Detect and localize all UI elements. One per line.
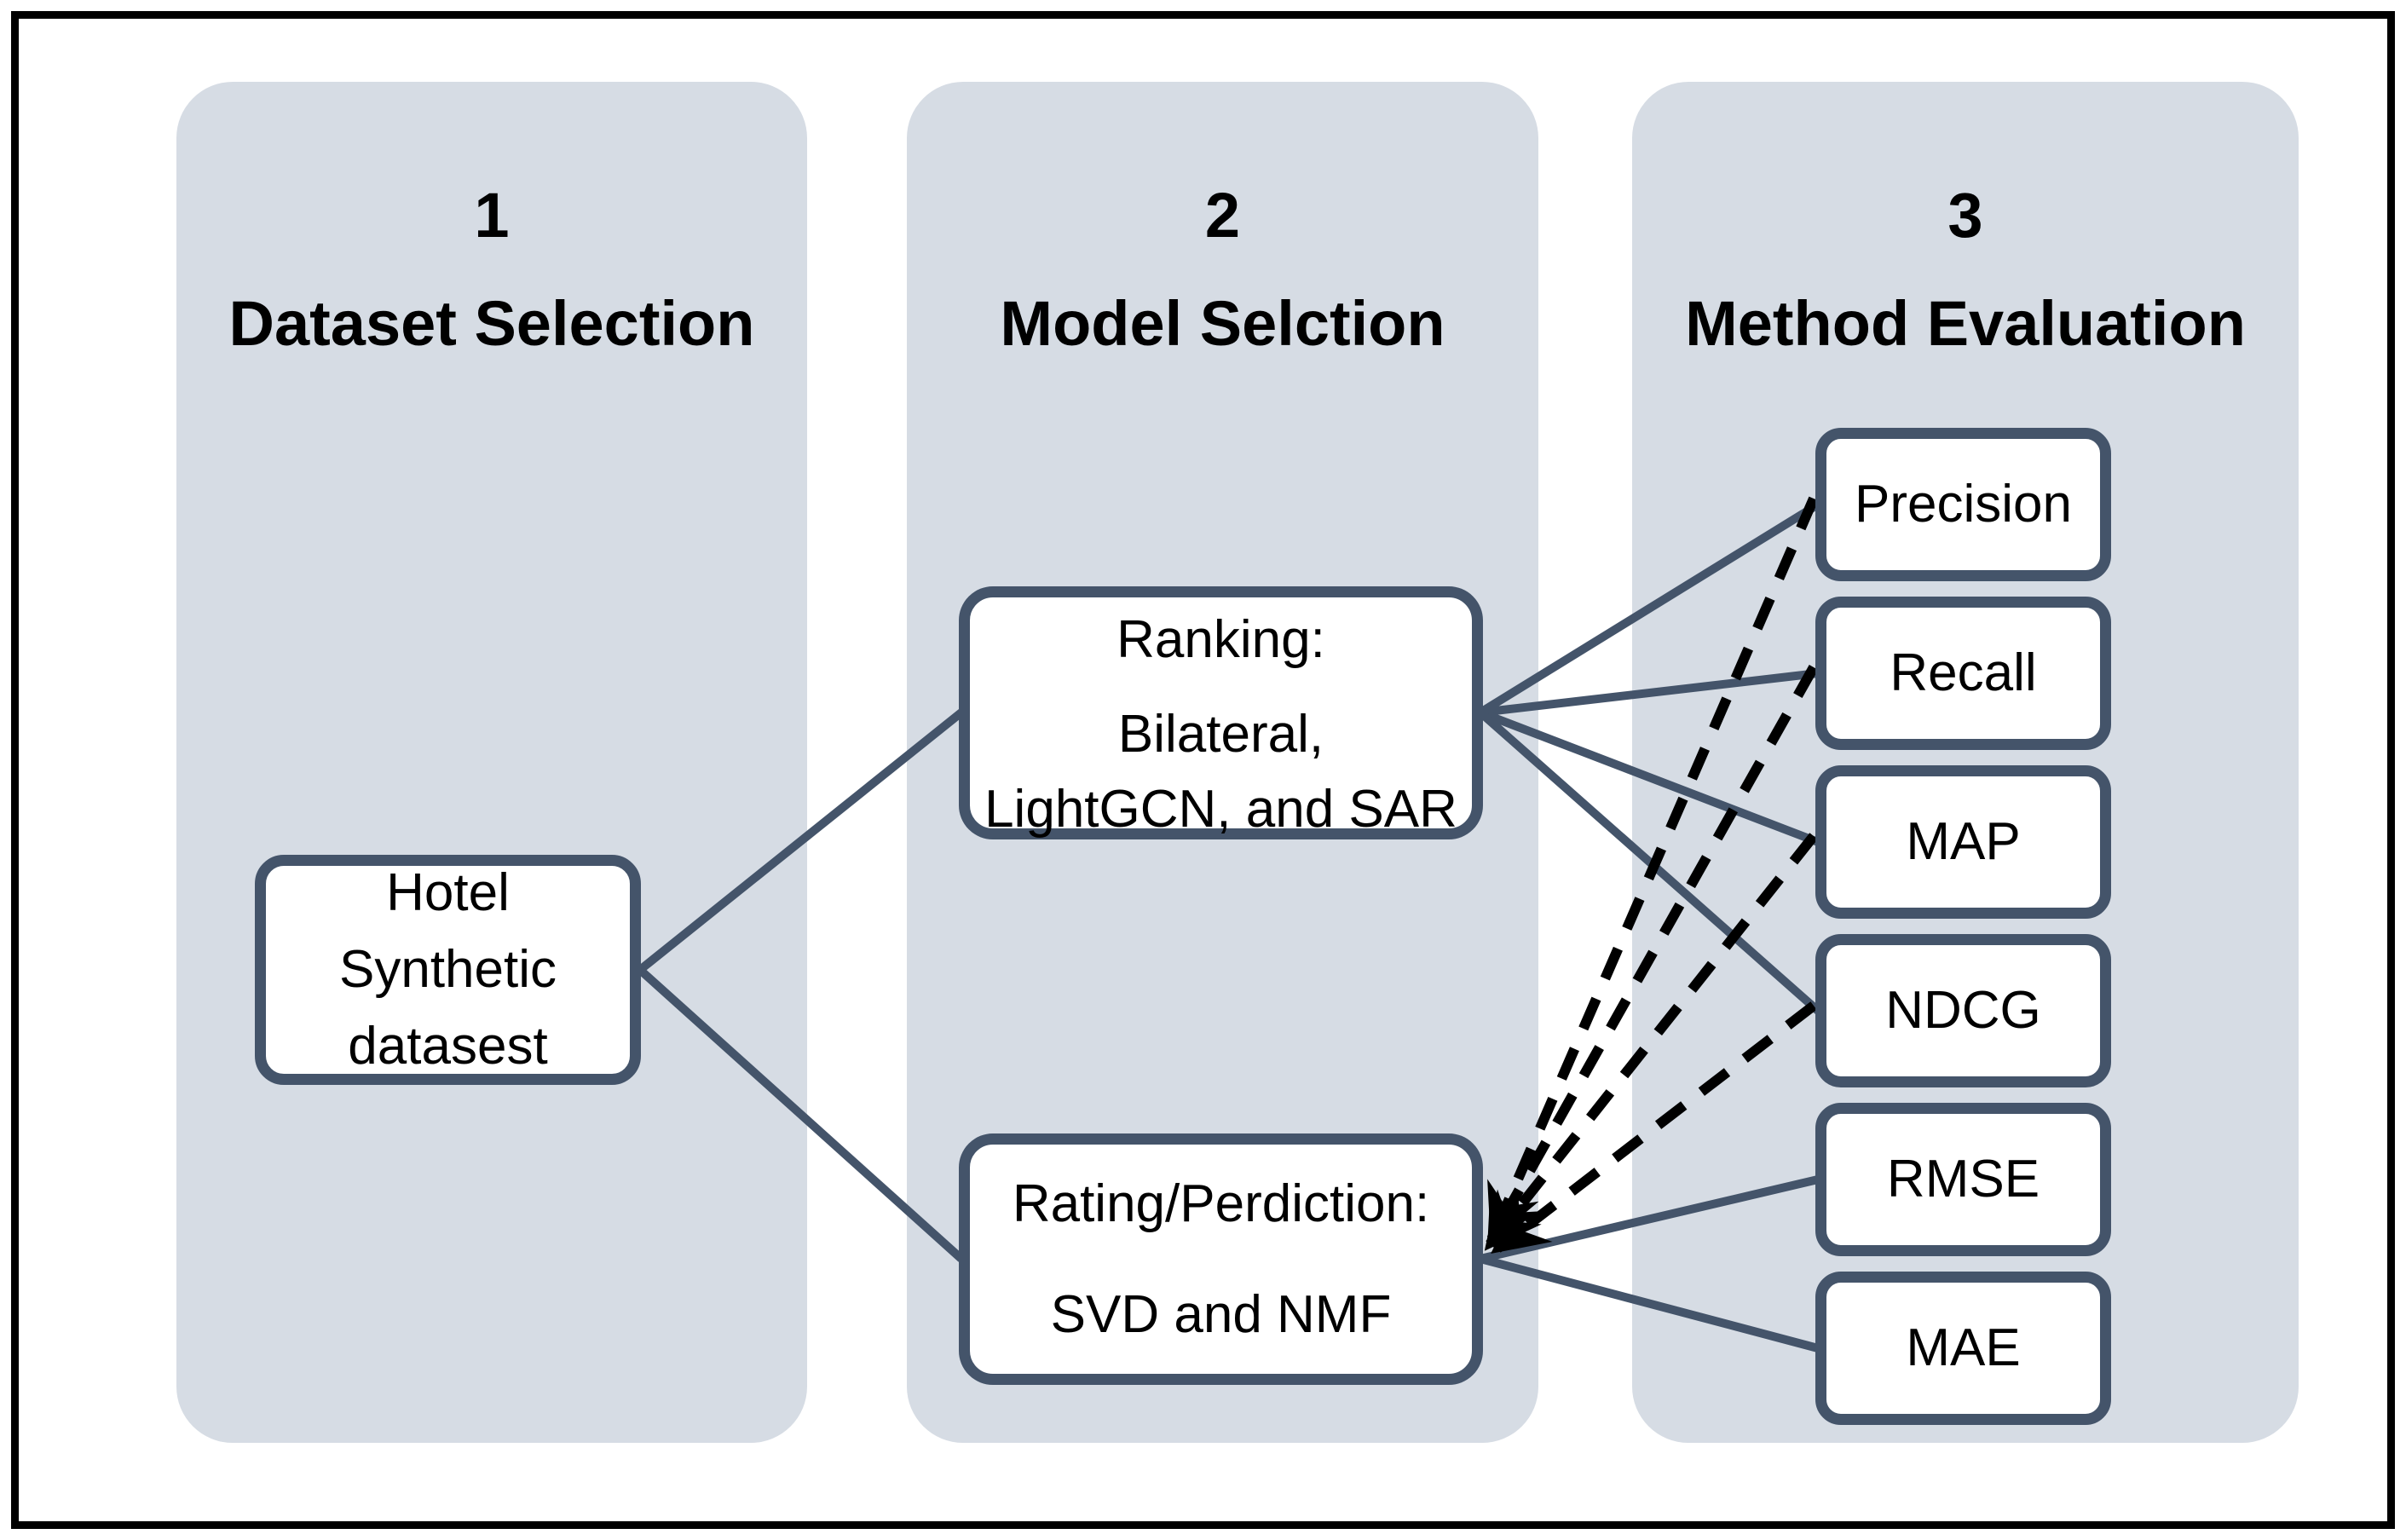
node-metric-precision: Precision <box>1815 428 2111 581</box>
column-number: 3 <box>1947 180 1983 251</box>
node-hotel-synthetic-dataset: Hotel Synthetic datasest <box>255 855 641 1085</box>
node-metric-map: MAP <box>1815 765 2111 919</box>
node-text-line: Hotel <box>386 863 510 922</box>
node-text-line: Synthetic <box>338 940 557 999</box>
column-header: 3 Method Evaluation <box>1632 177 2299 362</box>
node-text-line: Ranking: <box>1116 610 1325 669</box>
column-number: 1 <box>474 180 510 251</box>
column-title: Method Evaluation <box>1685 288 2246 359</box>
node-metric-recall: Recall <box>1815 597 2111 750</box>
dashed-edge-precision-to-rating <box>1487 496 1819 1243</box>
edge-ranking-to-precision <box>1478 500 1820 717</box>
metric-label: MAE <box>1906 1318 2021 1377</box>
column-header: 1 Dataset Selection <box>176 177 807 362</box>
node-metric-rmse: RMSE <box>1815 1103 2111 1256</box>
node-text-line: LightGCN, and SAR <box>984 780 1457 839</box>
edge-dataset-to-rating <box>637 966 965 1262</box>
outer-border <box>11 11 2395 1529</box>
metric-label: NDCG <box>1885 981 2041 1040</box>
edge-ranking-to-map <box>1479 708 1820 846</box>
dashed-edge-recall-to-rating <box>1486 665 1819 1247</box>
edge-dataset-to-ranking <box>637 709 965 973</box>
node-text-line: datasest <box>348 1017 548 1076</box>
node-ranking-models: Ranking: Bilateral, LightGCN, and SAR <box>959 586 1483 839</box>
edge-ranking-to-recall <box>1480 669 1819 717</box>
column-dataset-selection: 1 Dataset Selection <box>176 82 807 1443</box>
node-rating-prediction-models: Rating/Perdiction: SVD and NMF <box>959 1133 1483 1385</box>
node-metric-ndcg: NDCG <box>1815 934 2111 1087</box>
column-title: Dataset Selection <box>228 288 755 359</box>
column-title: Model Selction <box>1000 288 1445 359</box>
metric-label: Precision <box>1855 475 2072 534</box>
node-text-line: Bilateral, <box>1117 705 1324 764</box>
column-number: 2 <box>1204 180 1241 251</box>
node-text-line: Rating/Perdiction: <box>1012 1174 1430 1233</box>
dashed-edge-map-to-rating <box>1484 833 1818 1251</box>
metric-label: Recall <box>1890 643 2037 702</box>
node-text-line: SVD and NMF <box>1050 1284 1392 1344</box>
edge-rating-to-mae <box>1479 1254 1820 1353</box>
node-metric-mae: MAE <box>1815 1272 2111 1425</box>
column-header: 2 Model Selction <box>907 177 1538 362</box>
edge-ranking-to-ndcg <box>1477 709 1821 1014</box>
dashed-edge-ndcg-to-rating <box>1491 1001 1817 1254</box>
metric-label: RMSE <box>1886 1150 2040 1208</box>
metric-label: MAP <box>1906 812 2021 871</box>
